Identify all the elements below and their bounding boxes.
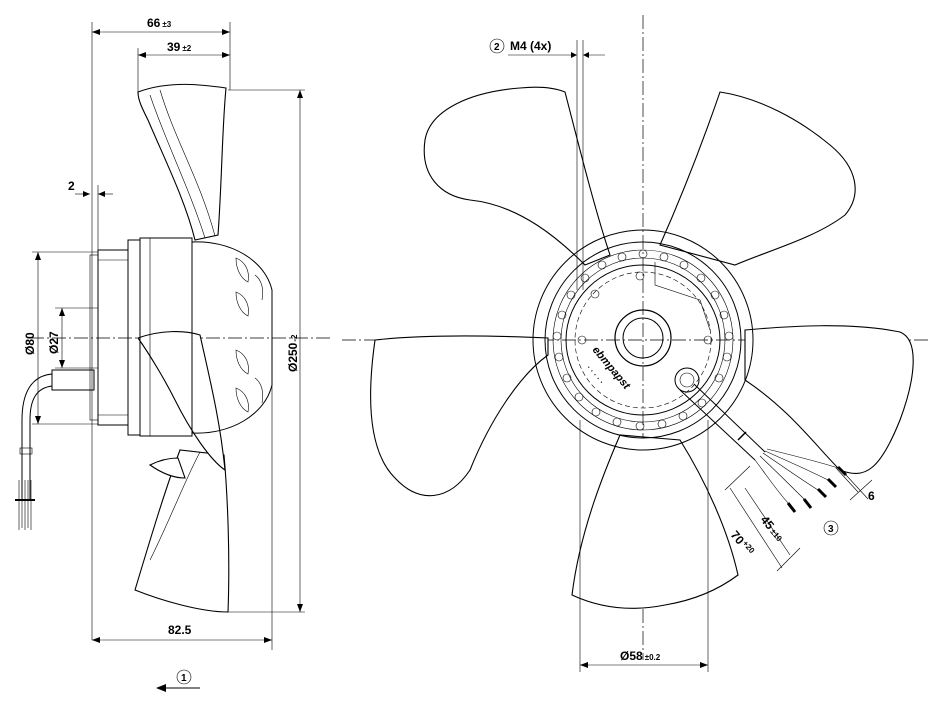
callout-1-label: 1 (181, 673, 187, 684)
dim-45-label: 45±10 (758, 513, 787, 544)
front-cable-edge-1 (679, 389, 756, 461)
front-cable-band (737, 431, 747, 441)
side-cable-outer (21, 373, 53, 500)
callout-1-circle (176, 669, 192, 685)
front-view: ebmpapst · · · · · 2 M4 (4x) (342, 15, 930, 672)
side-vent-2 (235, 291, 249, 317)
side-blade-lower (134, 449, 230, 613)
dim-70-line (729, 487, 783, 569)
hub-ring-2 (544, 241, 742, 439)
dim-6-line (849, 479, 873, 501)
dim-45-line (744, 487, 791, 556)
hub-bolt-circle (574, 271, 712, 409)
side-vent-4 (235, 387, 249, 413)
side-vent-5 (254, 274, 264, 301)
side-vent-3 (235, 349, 249, 375)
side-blade-middle (137, 331, 226, 472)
dim-2-arrows (83, 191, 105, 197)
thread-arrows (571, 52, 589, 58)
hub-inner-plate (565, 264, 721, 416)
m4-hole-2 (703, 335, 713, 345)
dim-70-ext-1 (724, 465, 751, 491)
dim-2-label: 2 (68, 179, 75, 193)
dim-82-label: 82.5 (168, 623, 192, 637)
dim-6-ext-1 (835, 467, 859, 493)
front-cable-gland-inner (679, 372, 695, 388)
callout-2-label: 2 (494, 42, 500, 53)
side-cable-gland (51, 369, 95, 391)
wire-5 (766, 448, 839, 469)
side-view: 66±3 39±2 2 Ø80 Ø27 Ø250-2 82. (15, 16, 330, 692)
side-cable-band (19, 447, 33, 455)
m4-hole-3 (577, 335, 587, 345)
side-cable-inner (29, 385, 53, 500)
dim-66-label: 66±3 (147, 16, 172, 30)
dim-58-label: Ø58±0.2 (620, 649, 661, 663)
wire-1 (754, 459, 791, 506)
side-motor-body (97, 249, 129, 426)
side-cable-wires (18, 480, 32, 530)
blade-bottom (571, 434, 739, 609)
blade-right (744, 325, 914, 474)
side-vent-6 (254, 377, 264, 404)
side-blade-upper-edge2 (159, 89, 216, 237)
callout-2-circle (489, 38, 505, 54)
wire-2 (759, 455, 806, 501)
hub-center-bore-inner (622, 317, 664, 359)
wire-3 (762, 452, 819, 491)
dim-70-ext-2 (776, 547, 801, 572)
dim-6-ext-2 (845, 474, 869, 500)
dim-80-label: Ø80 (23, 332, 37, 355)
front-cable-edge-2 (693, 383, 766, 453)
side-blade-lower-edge (149, 451, 201, 561)
front-cable-gland-outer (674, 367, 700, 393)
dim-6-label: 6 (868, 489, 875, 503)
side-flange-plate (89, 254, 99, 421)
callout-3-label: 3 (828, 524, 834, 535)
wire-ends (786, 465, 848, 513)
blade-left (370, 335, 549, 497)
side-blade-upper (137, 83, 227, 241)
hub-plate-notch (654, 262, 711, 331)
hub-outer-ring (532, 229, 754, 451)
hub-vent-holes (552, 249, 734, 431)
side-vent-1 (235, 257, 249, 283)
dim-250-label: Ø250-2 (286, 334, 300, 372)
wire-4 (764, 450, 829, 481)
airflow-arrow-head (156, 684, 166, 692)
thread-label: M4 (4x) (510, 39, 551, 53)
dim-27-label: Ø27 (47, 331, 61, 354)
dim-39-label: 39±2 (167, 40, 192, 54)
side-blade-stub (148, 457, 186, 479)
blade-top-left (423, 86, 611, 266)
m4-hole-4 (635, 271, 645, 281)
hub-center-bore-outer (614, 309, 672, 367)
m4-hole-1 (590, 289, 600, 299)
side-blade-upper-edge (149, 94, 206, 239)
blade-top-right (659, 91, 856, 266)
callout-3-circle (823, 520, 839, 536)
